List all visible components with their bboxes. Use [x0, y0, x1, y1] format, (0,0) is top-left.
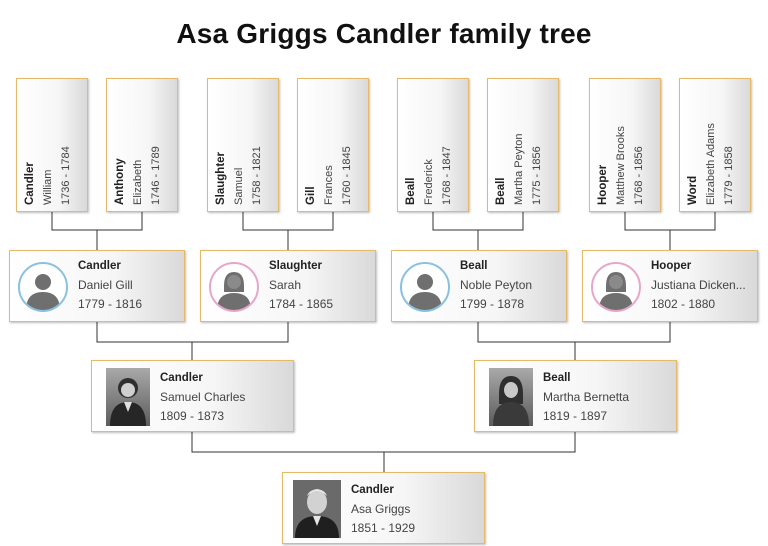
- person-card-martha-peyton-beall[interactable]: Beall Martha Peyton 1775 - 1856: [487, 78, 559, 212]
- person-card-william-candler[interactable]: Candler William 1736 - 1784: [16, 78, 88, 212]
- person-card-daniel-gill-candler[interactable]: Candler Daniel Gill 1779 - 1816: [9, 250, 185, 322]
- person-years: 1736 - 1784: [60, 146, 72, 205]
- person-given-name: Martha Peyton: [513, 133, 525, 205]
- person-surname: Candler: [351, 484, 394, 496]
- person-card-sarah-slaughter[interactable]: Slaughter Sarah 1784 - 1865: [200, 250, 376, 322]
- person-given-name: Frances: [323, 165, 335, 205]
- person-years: 1779 - 1858: [723, 146, 735, 205]
- person-card-samuel-slaughter[interactable]: Slaughter Samuel 1758 - 1821: [207, 78, 279, 212]
- female-avatar-icon: [209, 262, 259, 312]
- person-surname: Candler: [78, 260, 121, 272]
- person-given-name: William: [42, 169, 54, 205]
- person-surname: Anthony: [114, 158, 126, 205]
- person-surname: Slaughter: [215, 151, 227, 205]
- person-given-name: Sarah: [269, 278, 302, 292]
- person-given-name: Samuel Charles: [160, 390, 246, 404]
- portrait-photo: [106, 368, 150, 426]
- person-years: 1819 - 1897: [543, 409, 608, 423]
- person-given-name: Asa Griggs: [351, 502, 411, 516]
- person-surname: Word: [687, 175, 699, 205]
- person-surname: Beall: [543, 372, 571, 384]
- person-years: 1779 - 1816: [78, 297, 143, 311]
- person-surname: Beall: [460, 260, 488, 272]
- person-card-justiana-hooper[interactable]: Hooper Justiana Dicken... 1802 - 1880: [582, 250, 758, 322]
- person-surname: Beall: [405, 177, 417, 206]
- person-card-frances-gill[interactable]: Gill Frances 1760 - 1845: [297, 78, 369, 212]
- person-years: 1851 - 1929: [351, 521, 416, 535]
- person-surname: Slaughter: [269, 260, 323, 272]
- person-card-elizabeth-anthony[interactable]: Anthony Elizabeth 1746 - 1789: [106, 78, 178, 212]
- person-years: 1799 - 1878: [460, 297, 525, 311]
- male-avatar-icon: [18, 262, 68, 312]
- page-title: Asa Griggs Candler family tree: [176, 18, 592, 49]
- person-years: 1802 - 1880: [651, 297, 716, 311]
- person-card-samuel-charles-candler[interactable]: Candler Samuel Charles 1809 - 1873: [91, 360, 294, 432]
- person-card-martha-bernetta-beall[interactable]: Beall Martha Bernetta 1819 - 1897: [474, 360, 677, 432]
- person-given-name: Daniel Gill: [78, 278, 133, 292]
- person-given-name: Martha Bernetta: [543, 390, 630, 404]
- person-given-name: Samuel: [233, 167, 245, 205]
- person-years: 1746 - 1789: [150, 146, 162, 205]
- person-card-elizabeth-adams-word[interactable]: Word Elizabeth Adams 1779 - 1858: [679, 78, 751, 212]
- person-surname: Candler: [24, 162, 36, 205]
- person-surname: Candler: [160, 372, 203, 384]
- person-years: 1784 - 1865: [269, 297, 334, 311]
- person-years: 1775 - 1856: [531, 146, 543, 205]
- portrait-photo: [293, 480, 341, 538]
- female-avatar-icon: [591, 262, 641, 312]
- person-card-frederick-beall[interactable]: Beall Frederick 1768 - 1847: [397, 78, 469, 212]
- person-years: 1760 - 1845: [341, 146, 353, 205]
- person-surname: Hooper: [597, 164, 609, 205]
- person-card-asa-griggs-candler[interactable]: Candler Asa Griggs 1851 - 1929: [282, 472, 485, 544]
- person-surname: Gill: [305, 186, 317, 205]
- portrait-photo: [489, 368, 533, 426]
- person-surname: Hooper: [651, 260, 692, 272]
- person-given-name: Noble Peyton: [460, 278, 533, 292]
- person-years: 1809 - 1873: [160, 409, 225, 423]
- person-given-name: Matthew Brooks: [615, 126, 627, 205]
- person-given-name: Justiana Dicken...: [651, 278, 746, 292]
- person-card-matthew-brooks-hooper[interactable]: Hooper Matthew Brooks 1768 - 1856: [589, 78, 661, 212]
- person-given-name: Elizabeth Adams: [705, 123, 717, 205]
- person-given-name: Elizabeth: [132, 159, 144, 205]
- person-card-noble-peyton-beall[interactable]: Beall Noble Peyton 1799 - 1878: [391, 250, 567, 322]
- person-years: 1768 - 1847: [441, 146, 453, 205]
- male-avatar-icon: [400, 262, 450, 312]
- person-years: 1758 - 1821: [251, 146, 263, 205]
- person-surname: Beall: [495, 177, 507, 206]
- person-years: 1768 - 1856: [633, 146, 645, 205]
- person-given-name: Frederick: [423, 159, 435, 205]
